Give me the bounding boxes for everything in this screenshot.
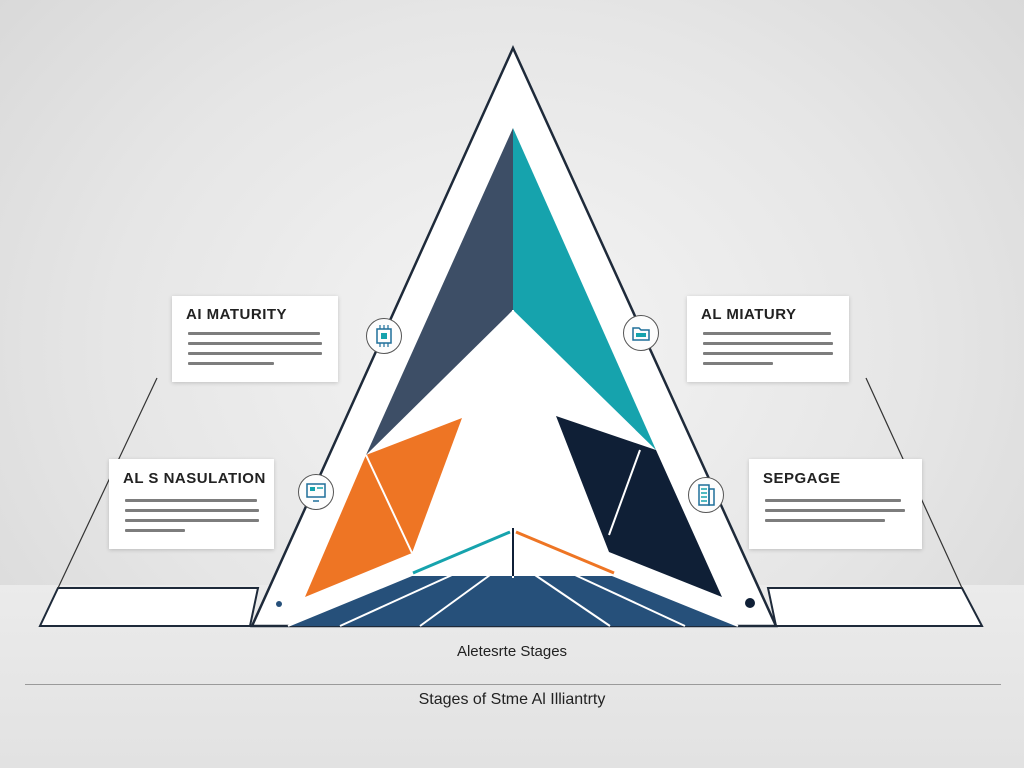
monitor-icon-glyph (306, 483, 326, 502)
card-text-line (188, 342, 322, 345)
server-icon-glyph (698, 484, 715, 506)
card-text-line (125, 509, 259, 512)
facet-orange (305, 418, 462, 597)
monitor-icon (298, 474, 334, 510)
card-text-line (703, 352, 833, 355)
facet-base (288, 575, 738, 626)
card-text-line (765, 519, 885, 522)
server-icon (688, 477, 724, 513)
folder-icon-glyph (632, 327, 650, 341)
chip-icon-glyph (376, 325, 392, 347)
accent-teal-line (412, 530, 511, 575)
diagram-title: Stages of Stme Al Illiantrty (418, 691, 606, 708)
card-text-line (765, 509, 905, 512)
base-dot-left (276, 601, 282, 607)
chip-icon (366, 318, 402, 354)
facet-teal (513, 128, 656, 450)
card-text-line (703, 332, 831, 335)
card-title: AL S NASULATION (123, 470, 266, 487)
card-text-line (125, 499, 257, 502)
base-platform (38, 587, 984, 627)
diagram-subtitle: Aletesrte Stages (456, 643, 568, 660)
card-text-line (125, 519, 259, 522)
facet-dividers (287, 310, 739, 627)
folder-icon (623, 315, 659, 351)
card-title: AI MATURITY (186, 306, 288, 323)
card-text-line (188, 362, 274, 365)
base-dot-right (745, 598, 755, 608)
card-top-left: AI MATURITY (172, 296, 338, 382)
card-title: SEPGAGE (763, 470, 841, 487)
card-text-line (125, 529, 185, 532)
card-mid-left: AL S NASULATION (109, 459, 274, 549)
card-top-right: AL MIATURY (687, 296, 849, 382)
facet-navy (556, 416, 722, 597)
card-title: AL MIATURY (701, 306, 797, 323)
card-text-line (188, 352, 322, 355)
accent-orange-line (515, 530, 615, 575)
divider-line (25, 684, 1001, 685)
card-text-line (703, 342, 833, 345)
card-text-line (765, 499, 901, 502)
card-mid-right: SEPGAGE (749, 459, 922, 549)
card-text-line (188, 332, 320, 335)
facet-slate (366, 128, 513, 455)
card-text-line (703, 362, 773, 365)
